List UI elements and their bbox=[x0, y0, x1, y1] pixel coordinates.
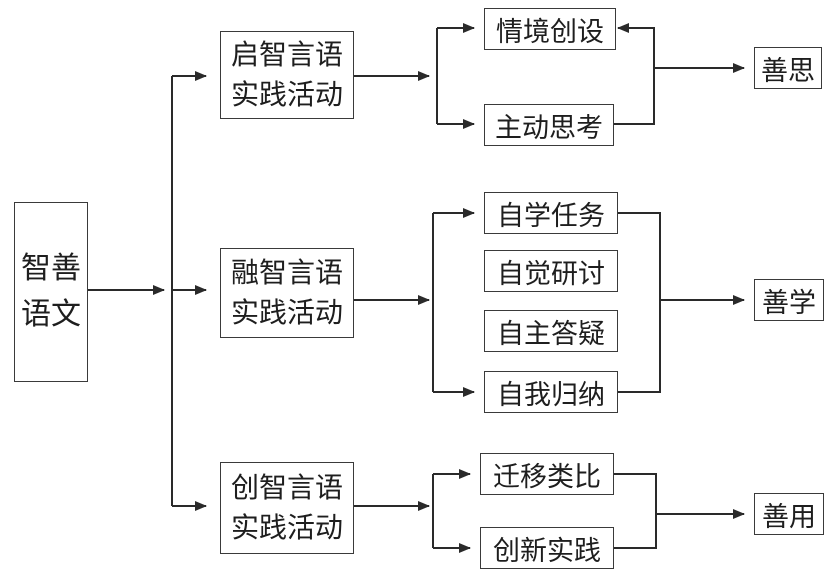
activity-box-qi: 启智言语 实践活动 bbox=[220, 31, 354, 119]
step-rong-2-label: 自觉研讨 bbox=[497, 258, 605, 290]
step-box-chuang-1: 迁移类比 bbox=[480, 453, 614, 495]
step-box-rong-3: 自主答疑 bbox=[484, 310, 618, 352]
step-chuang-1-label: 迁移类比 bbox=[493, 461, 601, 493]
step-qi-2-label: 主动思考 bbox=[495, 112, 603, 144]
activity-box-rong: 融智言语 实践活动 bbox=[220, 248, 354, 338]
step-rong-4-label: 自我归纳 bbox=[497, 379, 605, 411]
step-box-rong-4: 自我归纳 bbox=[484, 371, 618, 413]
root-line2: 语文 bbox=[21, 297, 81, 332]
chuang-collect-line bbox=[614, 473, 657, 549]
step-box-rong-2: 自觉研讨 bbox=[484, 250, 618, 292]
activity-chuang-line1: 创智言语 bbox=[230, 471, 343, 504]
activity-qi-line1: 启智言语 bbox=[230, 38, 343, 71]
step-rong-3-label: 自主答疑 bbox=[497, 318, 605, 350]
activity-rong-line1: 融智言语 bbox=[230, 256, 343, 289]
activity-rong-line2: 实践活动 bbox=[230, 296, 343, 329]
root-box: 智善 语文 bbox=[14, 202, 88, 382]
outcome-think-label: 善思 bbox=[761, 55, 815, 87]
activity-chuang-line2: 实践活动 bbox=[230, 511, 343, 544]
activity-box-chuang: 创智言语 实践活动 bbox=[220, 462, 354, 554]
activity-qi-line2: 实践活动 bbox=[230, 78, 343, 111]
outcome-learn-label: 善学 bbox=[762, 287, 816, 319]
step-box-qi-1: 情境创设 bbox=[484, 8, 616, 50]
step-qi-1-label: 情境创设 bbox=[496, 16, 604, 48]
outcome-box-learn: 善学 bbox=[754, 279, 824, 321]
outcome-use-label: 善用 bbox=[762, 501, 816, 533]
root-line1: 智善 bbox=[21, 251, 81, 286]
step-box-chuang-2: 创新实践 bbox=[480, 527, 614, 569]
step-rong-1-label: 自学任务 bbox=[497, 200, 605, 232]
step-box-qi-2: 主动思考 bbox=[484, 104, 614, 146]
rong-collect-line bbox=[618, 212, 661, 393]
outcome-box-think: 善思 bbox=[754, 47, 822, 89]
step-box-rong-1: 自学任务 bbox=[484, 192, 618, 234]
qi-feedback-arrow bbox=[614, 23, 655, 125]
outcome-box-use: 善用 bbox=[754, 493, 824, 535]
step-chuang-2-label: 创新实践 bbox=[493, 535, 601, 567]
